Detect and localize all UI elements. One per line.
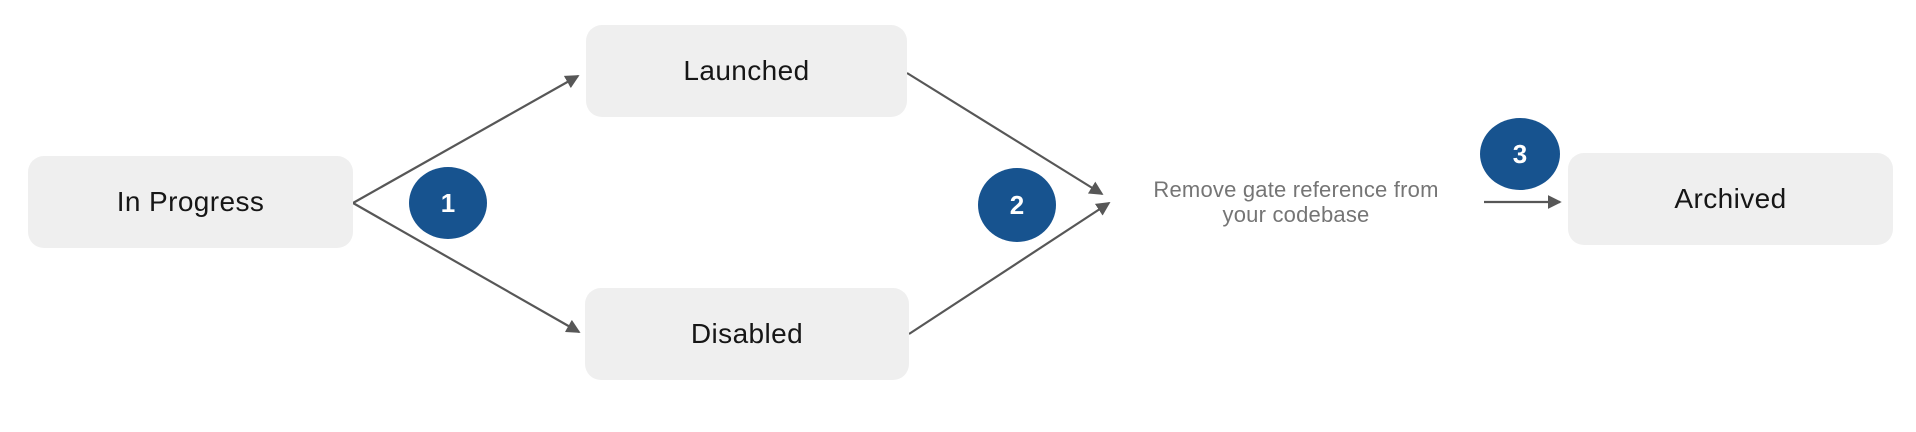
step-3-number: 3 [1512, 138, 1528, 169]
node-archived-label: Archived [1674, 183, 1787, 214]
arrow-in-progress-to-launched [352, 75, 580, 204]
arrow-disabled-to-remove-gate [908, 202, 1111, 335]
node-archived: Archived [1568, 153, 1893, 245]
arrow-launched-to-remove-gate [906, 72, 1104, 195]
node-disabled: Disabled [585, 288, 909, 380]
node-in-progress-label: In Progress [116, 186, 265, 217]
node-launched: Launched [586, 25, 907, 117]
step-1-number: 1 [440, 187, 456, 218]
annotation-line-1: Remove gate reference from [1153, 177, 1439, 202]
step-3-badge: 3 [1480, 118, 1560, 190]
step-2-number: 2 [1009, 189, 1025, 220]
annotation-line-2: your codebase [1222, 202, 1370, 227]
node-launched-label: Launched [683, 55, 810, 86]
step-1-badge: 1 [409, 167, 487, 239]
step-2-badge: 2 [978, 168, 1056, 242]
node-in-progress: In Progress [28, 156, 353, 248]
remove-gate-annotation: Remove gate reference from your codebase [1136, 177, 1456, 227]
arrow-in-progress-to-disabled [352, 202, 581, 333]
node-disabled-label: Disabled [690, 318, 804, 349]
